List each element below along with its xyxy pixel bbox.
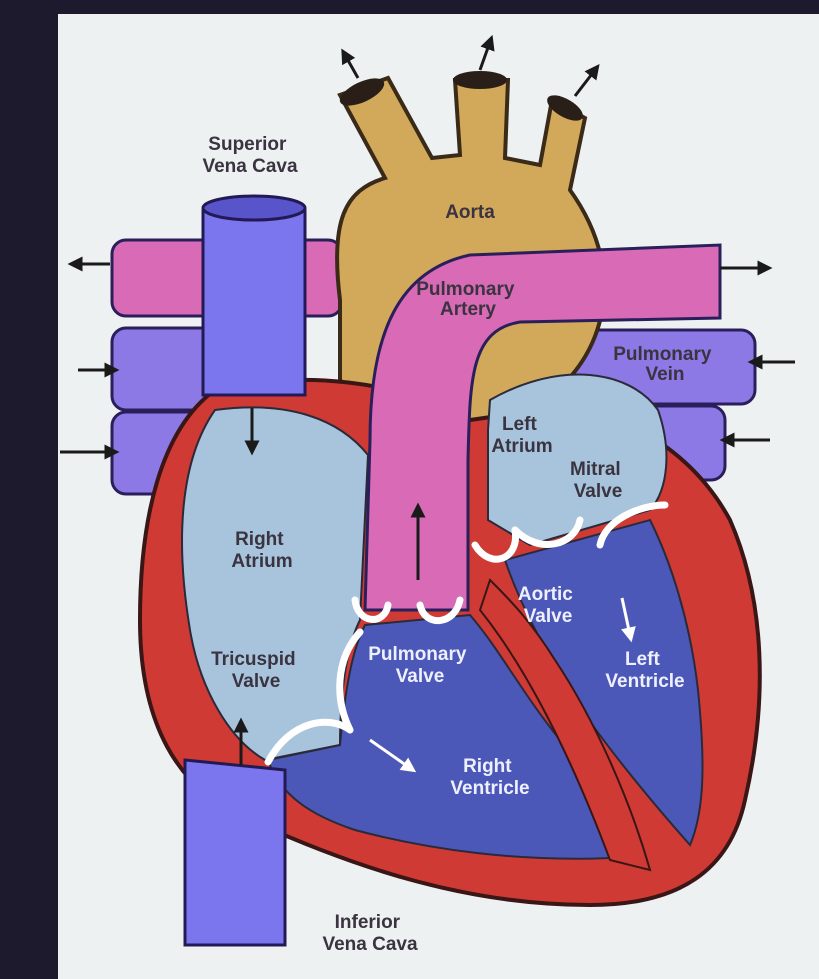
aorta-label: Aorta (445, 202, 495, 223)
aortic-valve-label: Aortic Valve (518, 584, 578, 627)
superior-vena-cava (203, 199, 305, 395)
inferior-vena-cava (185, 760, 285, 945)
superior-vena-cava-label: Superior Vena Cava (202, 134, 297, 177)
right-atrium-label: Right Atrium (231, 529, 292, 572)
inferior-vena-cava-label: Inferior Vena Cava (322, 912, 417, 955)
mitral-valve-label: Mitral Valve (570, 459, 626, 502)
